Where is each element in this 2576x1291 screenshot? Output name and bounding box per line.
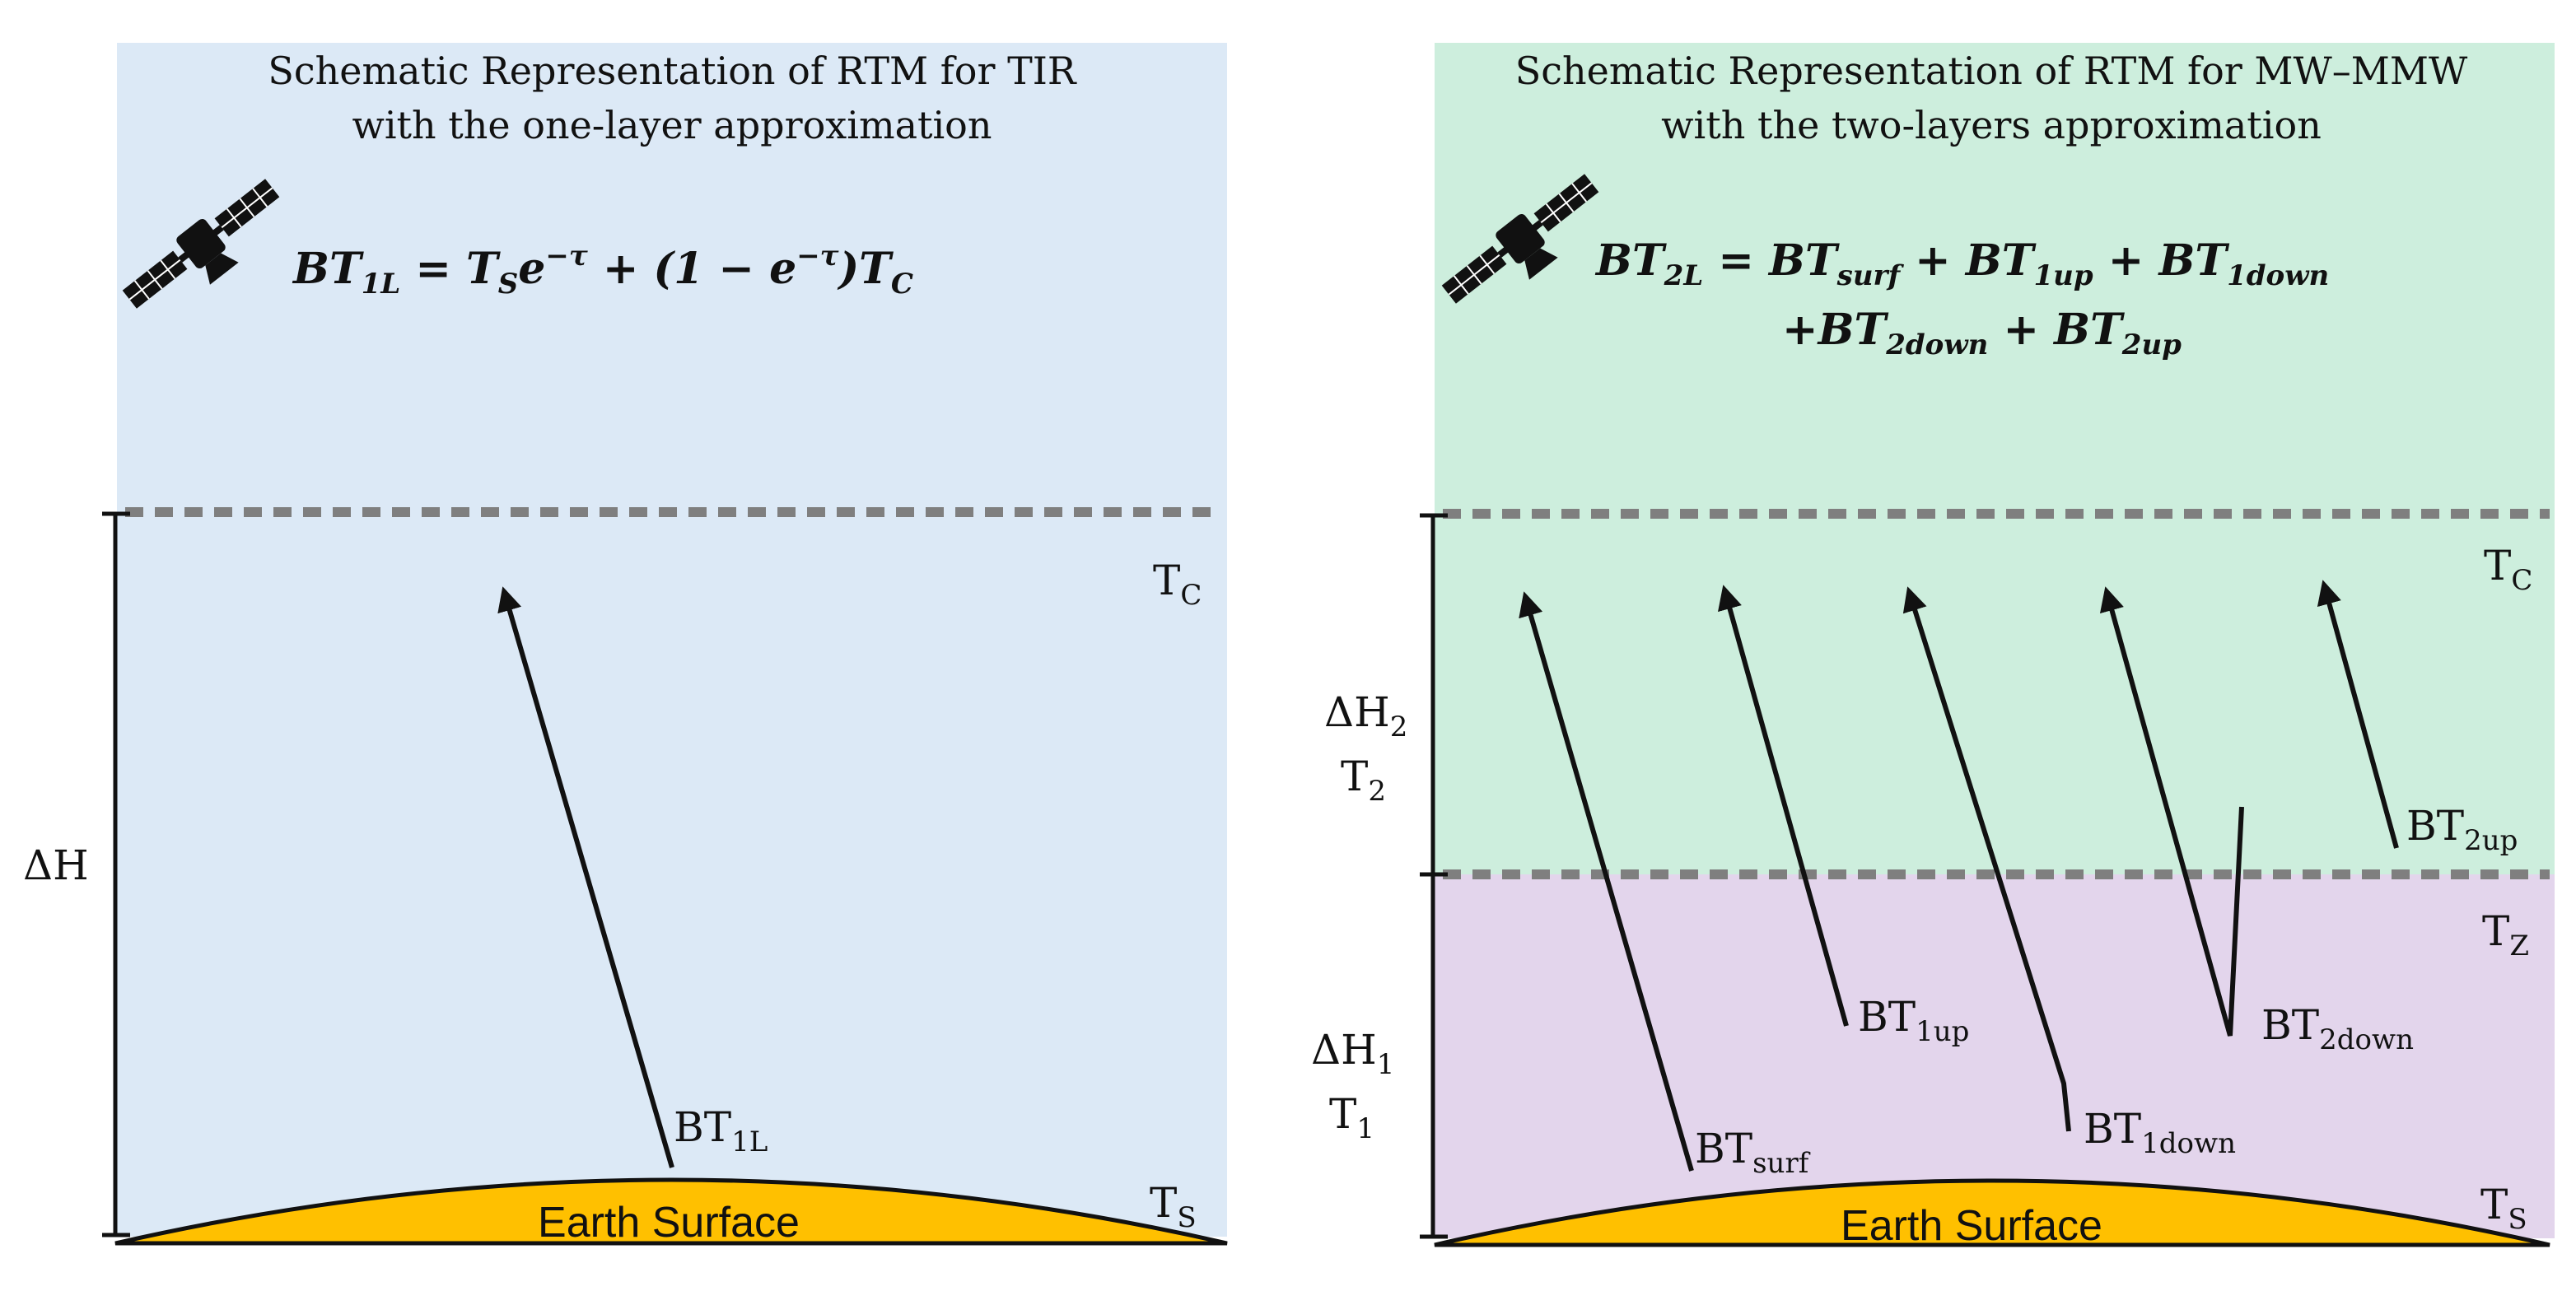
right-bt-2down-arrow	[2099, 586, 2244, 1037]
right-tc-label: TC	[2484, 542, 2532, 597]
right-bt-2down-label: BT2down	[2261, 1001, 2414, 1056]
left-title-line2: with the one-layer approximation	[352, 103, 992, 147]
left-panel-background	[117, 43, 1227, 1237]
right-bt-1down-label: BT1down	[2084, 1105, 2236, 1160]
left-panel: Schematic Representation of RTM for TIR …	[23, 43, 1228, 1247]
right-ts-label: TS	[2480, 1181, 2527, 1236]
left-ts-label: TS	[1150, 1179, 1197, 1234]
left-title-line1: Schematic Representation of RTM for TIR	[268, 49, 1077, 93]
right-bt-1up-label: BT1up	[1858, 993, 1969, 1048]
right-t2-label: T2	[1341, 753, 1386, 808]
right-equation-line2: +BT2down + BT2up	[1782, 305, 2182, 361]
right-bt-2up-arrow	[2317, 580, 2399, 849]
right-upper-background	[1435, 43, 2555, 874]
left-equation: BT1L = TSe−τ + (1 − e−τ)TC	[292, 240, 913, 301]
right-dh2-label: ΔH2	[1324, 688, 1407, 743]
right-bt-2up-label: BT2up	[2406, 802, 2518, 857]
left-bt1l-label: BT1L	[674, 1103, 768, 1158]
right-panel: Schematic Representation of RTM for MW–M…	[1311, 43, 2555, 1250]
right-earth-label: Earth Surface	[1841, 1202, 2102, 1250]
right-t1-label: T1	[1329, 1090, 1374, 1145]
right-earth-surface	[1434, 1178, 2550, 1247]
left-delta-h-label: ΔH	[23, 841, 89, 889]
right-bt-surf-label: BTsurf	[1695, 1125, 1811, 1180]
left-earth-label: Earth Surface	[538, 1199, 800, 1247]
right-dh1-label: ΔH1	[1311, 1026, 1394, 1081]
right-title-line1: Schematic Representation of RTM for MW–M…	[1515, 49, 2468, 93]
left-bt1l-arrow	[497, 586, 674, 1168]
right-tz-label: TZ	[2482, 907, 2529, 962]
right-bt-surf-arrow	[1519, 591, 1694, 1172]
right-title-line2: with the two-layers approximation	[1661, 103, 2322, 147]
right-height-bracket	[1420, 513, 1448, 1239]
left-earth-surface	[114, 1177, 1228, 1246]
right-equation-line1: BT2L = BTsurf + BT1up + BT1down	[1594, 235, 2329, 292]
left-height-bracket	[102, 511, 130, 1237]
right-bt-1up-arrow	[1718, 585, 1849, 1027]
right-bt-1down-arrow	[1902, 586, 2071, 1132]
left-tc-label: TC	[1153, 557, 1202, 612]
